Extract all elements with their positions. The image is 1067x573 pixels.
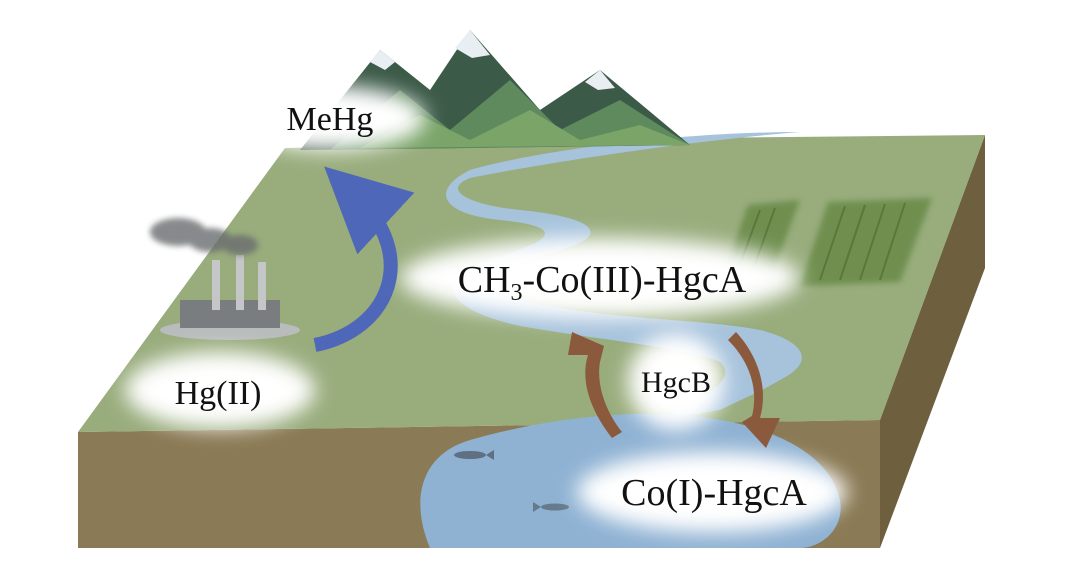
reduction-arrow bbox=[728, 332, 780, 448]
ch3-suffix: -Co(III)-HgcA bbox=[523, 259, 747, 301]
fish-icon bbox=[533, 502, 569, 512]
factory-icon bbox=[150, 218, 300, 340]
ch3-co3-hgca-label: CH3-Co(III)-HgcA bbox=[458, 259, 747, 306]
methyl-transfer-arrow bbox=[568, 332, 622, 438]
hgcb-label: HgcB bbox=[641, 366, 711, 399]
label-glows bbox=[125, 86, 847, 532]
landscape-block bbox=[78, 132, 985, 548]
ch3-subscript: 3 bbox=[511, 280, 523, 306]
river bbox=[446, 132, 802, 420]
cycle-arrows bbox=[568, 332, 780, 448]
mehg-label: MeHg bbox=[287, 101, 374, 138]
ch3-prefix: CH bbox=[458, 259, 511, 301]
fish-icon bbox=[454, 450, 494, 460]
co1-hgca-label: Co(I)-HgcA bbox=[621, 472, 807, 514]
soil-side-face bbox=[880, 135, 985, 548]
methylation-arrow bbox=[313, 166, 415, 352]
hg2-label: Hg(II) bbox=[175, 375, 262, 412]
